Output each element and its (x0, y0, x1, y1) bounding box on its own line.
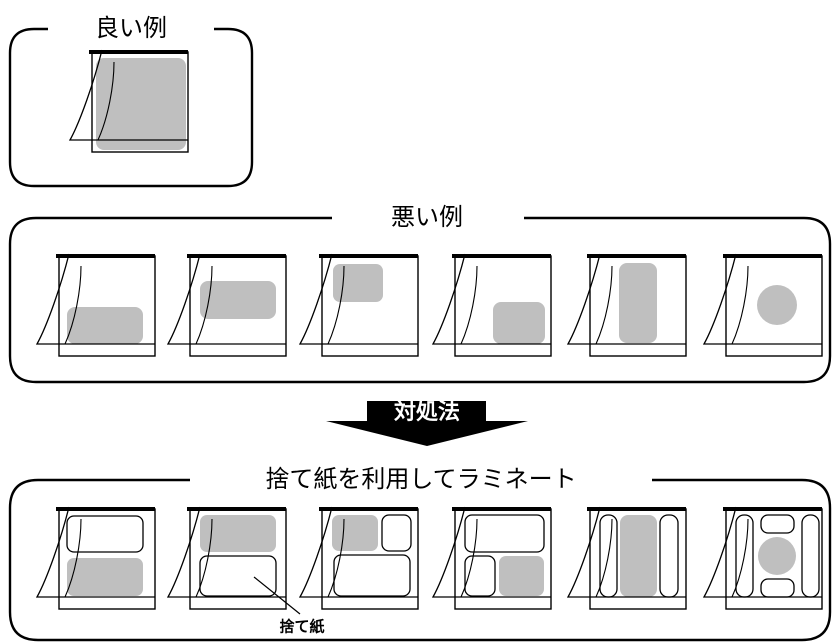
bad-pouch-2 (166, 252, 288, 358)
bad-document-tall (619, 263, 657, 343)
filler-paper (66, 515, 144, 553)
good-pouch (68, 48, 190, 154)
bad-document-middle (200, 281, 276, 319)
bad-document-bottom (67, 307, 143, 344)
fix-frame (8, 478, 832, 642)
fix-pouch-4 (431, 505, 553, 611)
good-example-title: 良い例 (95, 14, 167, 42)
bad-example-title: 悪い例 (391, 203, 463, 231)
document (620, 515, 657, 597)
fix-section: 捨て紙を利用してラミネート (8, 465, 832, 642)
good-example-frame (8, 27, 254, 188)
fix-pouch-1 (35, 505, 157, 611)
filler-paper (801, 514, 820, 598)
solution-label: 対処法 (394, 399, 460, 425)
filler-paper (760, 514, 795, 534)
document (200, 515, 276, 552)
document (332, 515, 378, 551)
solution-arrow: 対処法 (326, 399, 528, 446)
filler-paper (760, 578, 795, 598)
filler-paper (333, 554, 411, 597)
down-arrow-icon (326, 401, 528, 446)
good-document (96, 58, 186, 150)
fix-pouch-6 (702, 505, 824, 611)
callout-leader-line (253, 576, 301, 615)
fix-title: 捨て紙を利用してラミネート (265, 465, 576, 493)
filler-paper-callout: 捨て紙 (279, 618, 324, 636)
bad-document-circle (757, 285, 797, 325)
bad-pouch-6 (702, 252, 824, 358)
filler-paper (464, 514, 545, 553)
fix-pouch-2 (166, 505, 288, 611)
document (499, 556, 544, 596)
bad-example-section: 悪い例 (8, 203, 832, 384)
bad-pouch-1 (35, 252, 157, 358)
fix-pouch-3 (298, 505, 420, 611)
bad-pouch-3 (298, 252, 420, 358)
bad-pouch-5 (566, 252, 688, 358)
filler-paper (199, 555, 277, 597)
bad-document-small-top (333, 264, 383, 302)
bad-document-small-bottom (493, 302, 545, 344)
bad-example-frame (8, 216, 832, 384)
filler-paper (659, 514, 679, 598)
good-example-section: 良い例 (8, 14, 254, 188)
document (67, 558, 143, 596)
bad-pouch-4 (431, 252, 553, 358)
filler-paper (464, 555, 496, 597)
fix-pouch-5 (566, 505, 688, 611)
document (758, 537, 796, 575)
filler-paper (381, 514, 412, 552)
